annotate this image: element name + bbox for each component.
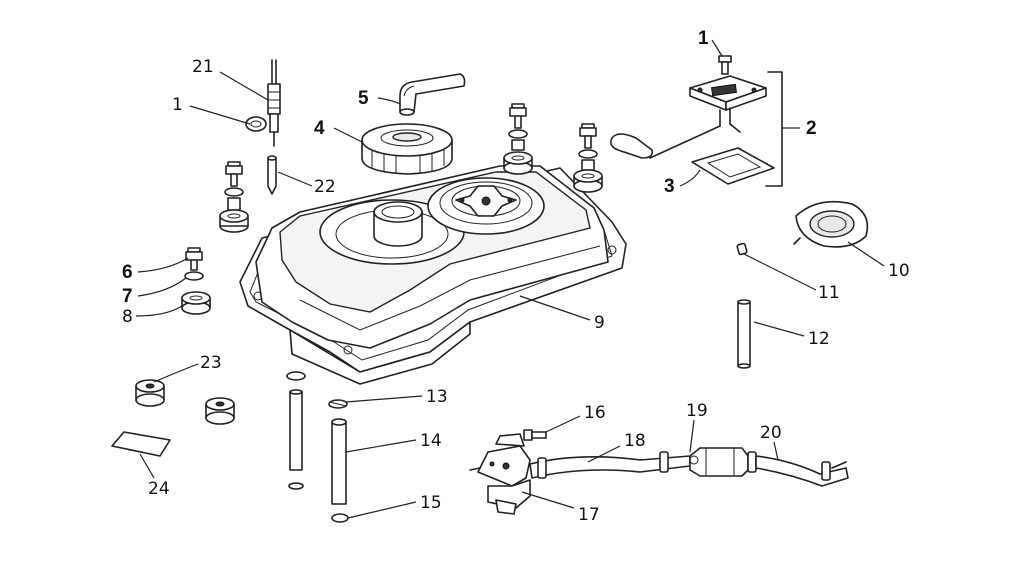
fuel-pipe-left	[286, 371, 306, 490]
callout-23: 23	[200, 353, 222, 373]
callout-21: 21	[192, 57, 214, 77]
elbow-hose-part-5	[399, 73, 466, 116]
clamp-part-15	[331, 513, 349, 523]
callout-19: 19	[686, 401, 708, 421]
fuel-tank	[239, 165, 627, 385]
callout-16: 16	[584, 403, 606, 423]
callout-1-left: 1	[172, 95, 183, 115]
fuel-gauge-part-2	[610, 75, 767, 159]
callout-4: 4	[314, 118, 325, 139]
mount-stack-left-lower	[181, 247, 211, 315]
callout-18: 18	[624, 431, 646, 451]
callout-22: 22	[314, 177, 336, 197]
callout-2: 2	[806, 118, 817, 139]
mount-stack-right	[573, 123, 603, 193]
fuel-pipe-part-14	[331, 418, 347, 505]
clamp-part-13	[328, 399, 348, 409]
fuel-valve-part-17	[469, 433, 531, 515]
screw-part-16	[523, 429, 547, 441]
filter-part-10	[793, 200, 869, 248]
fuel-cap-part-4	[361, 123, 453, 175]
callout-17: 17	[578, 505, 600, 525]
clip-part-11	[736, 242, 748, 256]
hose-part-12	[737, 299, 751, 369]
callout-15: 15	[420, 493, 442, 513]
fuel-filter-part-19	[689, 447, 757, 477]
callout-14: 14	[420, 431, 442, 451]
leader-lines	[135, 39, 885, 519]
callout-24: 24	[148, 479, 170, 499]
mount-stack-left-upper	[219, 161, 249, 233]
fuel-hose-part-20	[755, 455, 849, 487]
callout-1-right: 1	[698, 28, 709, 49]
callout-10: 10	[888, 261, 910, 281]
callout-7: 7	[122, 286, 133, 307]
callout-3: 3	[664, 176, 675, 197]
clip-part-1-left	[245, 116, 267, 132]
callout-labels: 21 1 5 4 22 6 7 8 9 1 2 3 10 11 12 23 13…	[122, 28, 910, 525]
callout-8: 8	[122, 307, 133, 327]
bushing-part-23	[135, 379, 235, 425]
callout-6: 6	[122, 262, 133, 283]
callout-9: 9	[594, 313, 605, 333]
fuel-hose-part-18	[529, 451, 691, 479]
screw-part-1-right	[718, 55, 732, 75]
callout-11: 11	[818, 283, 840, 303]
callout-20: 20	[760, 423, 782, 443]
gasket-part-3	[691, 147, 775, 185]
callout-5: 5	[358, 88, 369, 109]
mount-stack-center	[503, 103, 533, 175]
callout-12: 12	[808, 329, 830, 349]
pad-part-24	[111, 431, 171, 457]
fuel-sensor-part-21	[267, 59, 281, 147]
pin-part-22	[267, 155, 277, 195]
callout-13: 13	[426, 387, 448, 407]
